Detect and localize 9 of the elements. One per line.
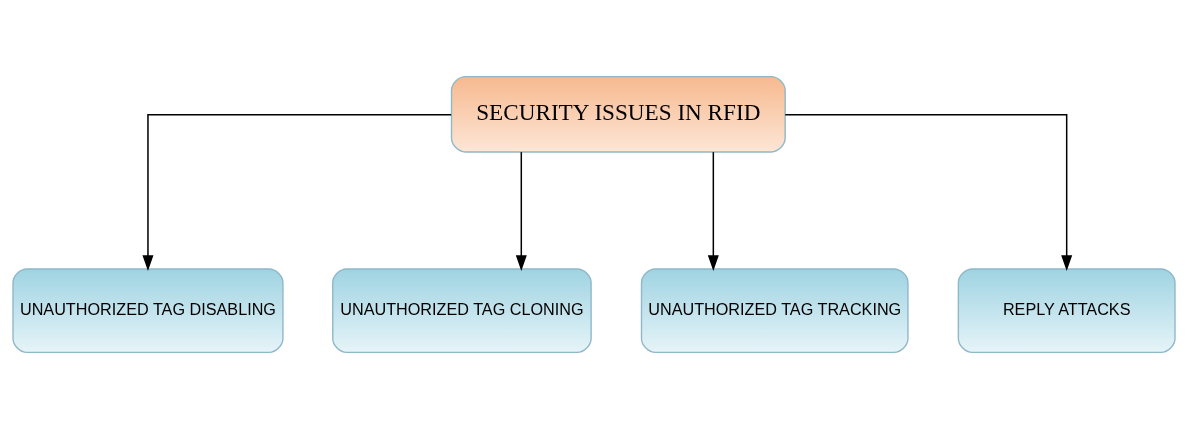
arrow	[142, 114, 452, 271]
node-box: UNAUTHORIZED TAG TRACKING	[640, 268, 909, 354]
arrow	[784, 114, 1073, 271]
node-box: SECURITY ISSUES IN RFID	[450, 75, 786, 153]
arrow	[707, 151, 719, 272]
node-box: UNAUTHORIZED TAG CLONING	[332, 268, 592, 354]
arrow	[515, 151, 527, 272]
node-box: UNAUTHORIZED TAG DISABLING	[12, 268, 284, 354]
node-box: REPLY ATTACKS	[957, 268, 1176, 354]
